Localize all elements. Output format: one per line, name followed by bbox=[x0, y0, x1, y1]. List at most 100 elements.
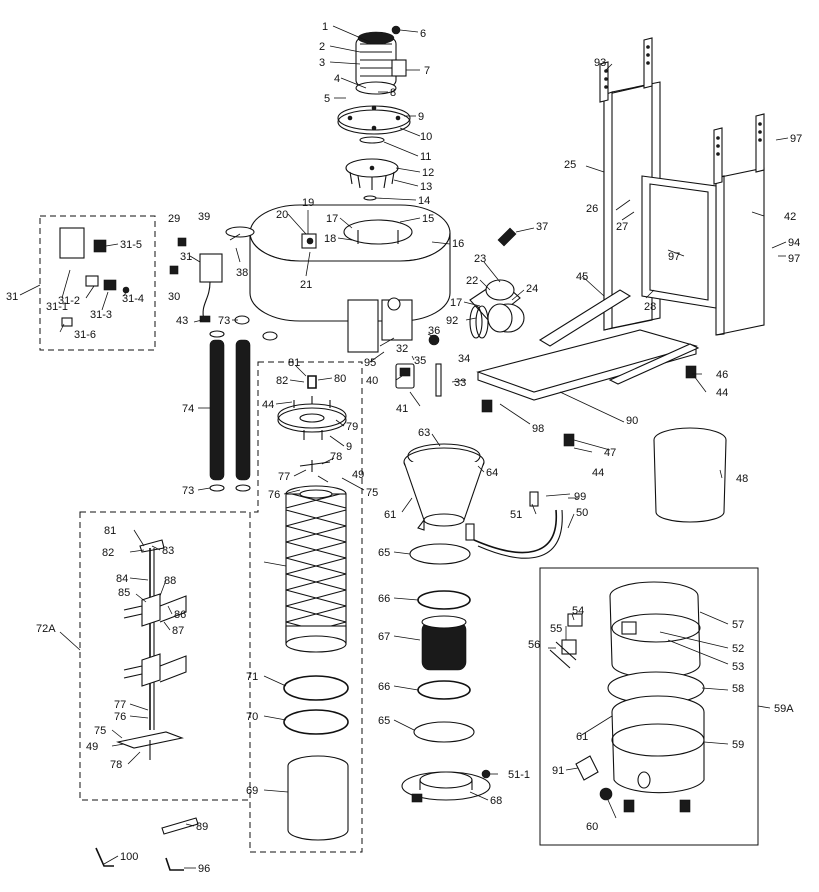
rod-assembly bbox=[116, 539, 187, 760]
label-73-bottom: 73 bbox=[182, 485, 194, 497]
label-51-1: 51-1 bbox=[508, 769, 530, 781]
switch-assembly bbox=[199, 253, 223, 323]
label-67: 67 bbox=[378, 631, 390, 643]
label-44-mid: 44 bbox=[592, 467, 604, 479]
label-8: 8 bbox=[390, 87, 396, 99]
label-36: 36 bbox=[428, 325, 440, 337]
label-5: 5 bbox=[324, 93, 330, 105]
label-81-top: 81 bbox=[288, 357, 300, 369]
label-68: 68 bbox=[490, 795, 502, 807]
label-20: 20 bbox=[276, 209, 288, 221]
label-33: 33 bbox=[454, 377, 466, 389]
hose-50 bbox=[473, 491, 563, 559]
label-77-bottom: 77 bbox=[114, 699, 126, 711]
label-97-right: 97 bbox=[788, 253, 800, 265]
label-75-bottom: 75 bbox=[94, 725, 106, 737]
label-37: 37 bbox=[536, 221, 548, 233]
label-21: 21 bbox=[300, 279, 312, 291]
label-7: 7 bbox=[424, 65, 430, 77]
label-82-top: 82 bbox=[276, 375, 288, 387]
label-49-bottom: 49 bbox=[86, 741, 98, 753]
label-92: 92 bbox=[446, 315, 458, 327]
label-44-left: 44 bbox=[262, 399, 274, 411]
label-50: 50 bbox=[576, 507, 588, 519]
label-65-bottom: 65 bbox=[378, 715, 390, 727]
cyclone-hopper bbox=[403, 443, 485, 541]
label-97-mid: 97 bbox=[668, 251, 680, 263]
label-10: 10 bbox=[420, 131, 432, 143]
hose-left bbox=[209, 330, 225, 492]
hose-right bbox=[235, 339, 251, 492]
group-box-59A bbox=[539, 567, 759, 846]
group-box-72A bbox=[79, 511, 251, 801]
label-100: 100 bbox=[120, 851, 138, 863]
label-66-bottom: 66 bbox=[378, 681, 390, 693]
label-91: 91 bbox=[552, 765, 564, 777]
wrench-89 bbox=[161, 817, 199, 835]
label-53: 53 bbox=[732, 661, 744, 673]
label-3: 3 bbox=[319, 57, 325, 69]
label-44-right: 44 bbox=[716, 387, 728, 399]
label-95: 95 bbox=[364, 357, 376, 369]
label-31-left: 31 bbox=[6, 291, 18, 303]
clamp-70 bbox=[283, 709, 349, 735]
label-42: 42 bbox=[784, 211, 796, 223]
label-78-top: 78 bbox=[330, 451, 342, 463]
label-17: 17 bbox=[326, 213, 338, 225]
label-81-bottom: 81 bbox=[104, 525, 116, 537]
label-9b: 9 bbox=[346, 441, 352, 453]
label-65-top: 65 bbox=[378, 547, 390, 559]
inlet-elbow bbox=[387, 279, 525, 339]
part-30 bbox=[169, 265, 179, 275]
clamp-71 bbox=[283, 675, 349, 701]
drum-59A bbox=[607, 581, 705, 813]
label-83: 83 bbox=[162, 545, 174, 557]
ring-66-bottom bbox=[417, 680, 471, 700]
label-63: 63 bbox=[418, 427, 430, 439]
impeller bbox=[345, 158, 399, 201]
part-29 bbox=[177, 237, 187, 247]
switch-box bbox=[395, 363, 415, 389]
label-72A: 72A bbox=[36, 623, 56, 635]
knob-36 bbox=[428, 334, 440, 346]
ring-66-top bbox=[417, 590, 471, 610]
label-31-3: 31-3 bbox=[90, 309, 112, 321]
label-76-bottom: 76 bbox=[114, 711, 126, 723]
label-6: 6 bbox=[420, 28, 426, 40]
label-76-top: 76 bbox=[268, 489, 280, 501]
filter-cartridge bbox=[285, 485, 347, 653]
label-80: 80 bbox=[334, 373, 346, 385]
label-74: 74 bbox=[182, 403, 194, 415]
label-56: 56 bbox=[528, 639, 540, 651]
label-38: 38 bbox=[236, 267, 248, 279]
label-82-bottom: 82 bbox=[102, 547, 114, 559]
label-15: 15 bbox=[422, 213, 434, 225]
label-9: 9 bbox=[418, 111, 424, 123]
label-26: 26 bbox=[586, 203, 598, 215]
label-97-top: 97 bbox=[790, 133, 802, 145]
wrench-96 bbox=[165, 857, 184, 871]
label-71: 71 bbox=[246, 671, 258, 683]
label-57: 57 bbox=[732, 619, 744, 631]
label-31-1: 31-1 bbox=[46, 301, 68, 313]
label-75-top: 75 bbox=[366, 487, 378, 499]
label-73-top: 73 bbox=[218, 315, 230, 327]
blower-housing bbox=[249, 204, 451, 353]
label-79: 79 bbox=[346, 421, 358, 433]
part-60 bbox=[599, 787, 613, 801]
label-16: 16 bbox=[452, 238, 464, 250]
label-30: 30 bbox=[168, 291, 180, 303]
label-45: 45 bbox=[576, 271, 588, 283]
label-86: 86 bbox=[174, 609, 186, 621]
label-51: 51 bbox=[510, 509, 522, 521]
label-94: 94 bbox=[788, 237, 800, 249]
group-box-31 bbox=[39, 215, 156, 351]
label-93: 93 bbox=[594, 57, 606, 69]
label-2: 2 bbox=[319, 41, 325, 53]
label-31-5: 31-5 bbox=[120, 239, 142, 251]
label-18: 18 bbox=[324, 233, 336, 245]
label-34: 34 bbox=[458, 353, 470, 365]
label-98: 98 bbox=[532, 423, 544, 435]
label-22: 22 bbox=[466, 275, 478, 287]
label-88: 88 bbox=[164, 575, 176, 587]
